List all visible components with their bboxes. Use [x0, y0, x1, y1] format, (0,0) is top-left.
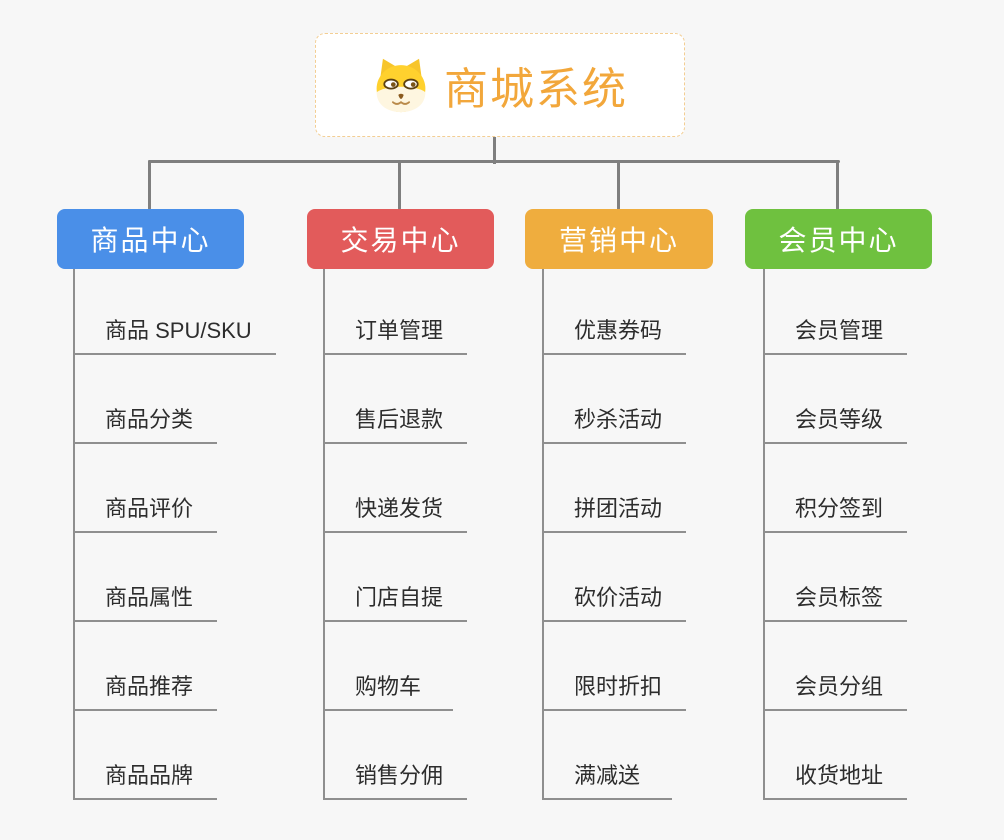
tree-item[interactable]: 满减送 [542, 711, 672, 800]
connector-drop-member [836, 160, 839, 210]
branch-list-marketing: 优惠券码 秒杀活动 拼团活动 砍价活动 限时折扣 满减送 [542, 269, 687, 800]
dog-face-icon [376, 58, 426, 113]
tree-item[interactable]: 会员等级 [763, 355, 908, 444]
tree-item[interactable]: 优惠券码 [542, 269, 687, 355]
tree-item[interactable]: 商品推荐 [73, 622, 218, 711]
branch-header-member[interactable]: 会员中心 [745, 209, 932, 269]
root-node[interactable]: 商城系统 [315, 33, 685, 137]
tree-item[interactable]: 销售分佣 [323, 711, 468, 800]
connector-drop-trade [398, 160, 401, 210]
branch-header-marketing[interactable]: 营销中心 [525, 209, 713, 269]
tree-item[interactable]: 限时折扣 [542, 622, 687, 711]
tree-item[interactable]: 门店自提 [323, 533, 468, 622]
tree-item[interactable]: 砍价活动 [542, 533, 687, 622]
tree-item[interactable]: 售后退款 [323, 355, 468, 444]
tree-item[interactable]: 会员标签 [763, 533, 908, 622]
tree-item[interactable]: 商品分类 [73, 355, 218, 444]
connector-drop-product [148, 160, 151, 210]
tree-item[interactable]: 快递发货 [323, 444, 468, 533]
branch-label: 交易中心 [340, 225, 461, 256]
connector-trunk [148, 160, 840, 163]
branch-label: 会员中心 [778, 225, 899, 256]
tree-item[interactable]: 商品属性 [73, 533, 218, 622]
branch-label: 营销中心 [558, 225, 679, 256]
tree-item[interactable]: 商品品牌 [73, 711, 218, 800]
branch-list-product: 商品 SPU/SKU 商品分类 商品评价 商品属性 商品推荐 商品品牌 [73, 269, 276, 800]
connector-root-stem [493, 136, 496, 164]
branch-list-member: 会员管理 会员等级 积分签到 会员标签 会员分组 收货地址 [763, 269, 908, 800]
tree-item[interactable]: 积分签到 [763, 444, 908, 533]
tree-item[interactable]: 订单管理 [323, 269, 468, 355]
root-title: 商城系统 [444, 65, 628, 114]
tree-item[interactable]: 拼团活动 [542, 444, 687, 533]
connector-drop-marketing [617, 160, 620, 210]
branch-label: 商品中心 [90, 225, 211, 256]
branch-header-trade[interactable]: 交易中心 [307, 209, 494, 269]
branch-header-product[interactable]: 商品中心 [57, 209, 244, 269]
tree-item[interactable]: 会员分组 [763, 622, 908, 711]
tree-item[interactable]: 会员管理 [763, 269, 908, 355]
tree-item[interactable]: 秒杀活动 [542, 355, 687, 444]
branch-list-trade: 订单管理 售后退款 快递发货 门店自提 购物车 销售分佣 [323, 269, 468, 800]
tree-item[interactable]: 商品 SPU/SKU [73, 269, 276, 355]
tree-item[interactable]: 收货地址 [763, 711, 908, 800]
tree-item[interactable]: 商品评价 [73, 444, 218, 533]
tree-item[interactable]: 购物车 [323, 622, 453, 711]
